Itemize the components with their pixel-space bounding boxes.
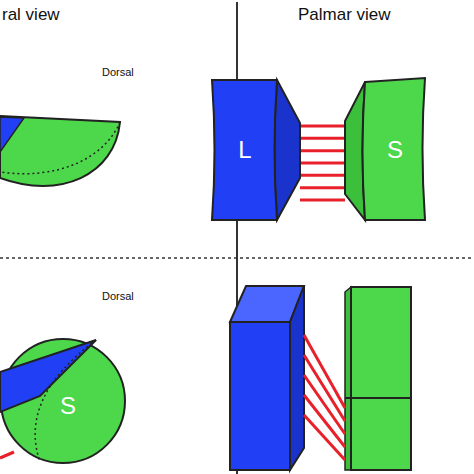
view-heading: ral view: [2, 6, 60, 25]
view-heading: Palmar view: [298, 6, 391, 25]
bone-letter: S: [60, 394, 76, 418]
bone-letter: L: [238, 138, 251, 162]
ligament-connector: [300, 126, 345, 200]
scaphoid-block: [351, 287, 411, 470]
orientation-label: Dorsal: [102, 290, 134, 302]
scaphoid-node: S: [0, 336, 128, 468]
ligament-fibers: [304, 335, 345, 460]
node-outline: [343, 76, 427, 224]
scaphoid-shape: [0, 116, 120, 186]
lunate-shape: [0, 117, 24, 152]
scaphoid-node: S: [343, 76, 427, 224]
fracture-line: [345, 397, 411, 399]
dotted-contour: [0, 122, 120, 174]
lunate-block-side: [290, 286, 304, 470]
node-outline: [210, 78, 302, 224]
orientation-label: Dorsal: [102, 66, 134, 78]
bone-letter: S: [387, 138, 403, 162]
lunate-node: L: [210, 78, 302, 224]
lunate-block: [230, 322, 290, 470]
divider-line: [0, 257, 474, 259]
